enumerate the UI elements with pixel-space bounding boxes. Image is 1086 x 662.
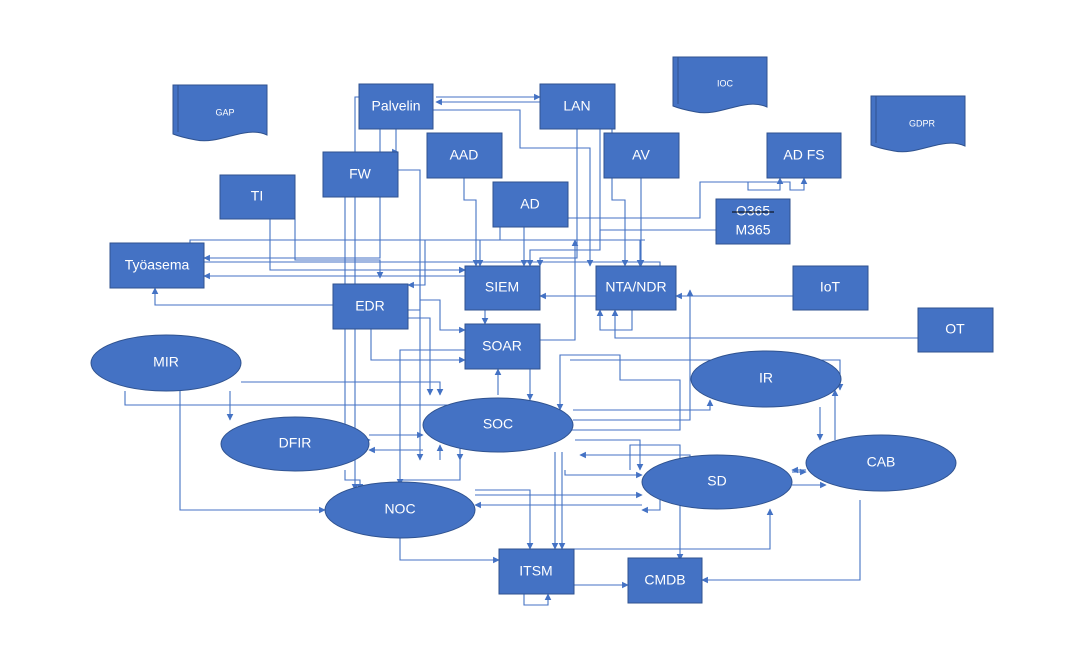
connector-line [526, 229, 716, 267]
connector-line [540, 239, 579, 341]
system-adfs-label: AD FS [783, 147, 824, 163]
function-noc-label: NOC [384, 501, 415, 517]
system-aad: AAD [426, 132, 503, 179]
connector-line [344, 470, 364, 491]
document-gdpr-label: GDPR [909, 118, 936, 128]
system-av: AV [603, 132, 680, 179]
system-m365-old-label: O365 [736, 203, 770, 219]
system-edr-label: EDR [355, 298, 385, 314]
system-cmdb-label: CMDB [644, 572, 685, 588]
system-lan-label: LAN [563, 98, 590, 114]
system-av-label: AV [632, 147, 650, 163]
function-dfir: DFIR [220, 416, 370, 472]
system-siem-label: SIEM [485, 279, 519, 295]
connector-line [463, 178, 480, 267]
system-edr: EDR [332, 283, 409, 330]
system-palvelin-label: Palvelin [371, 98, 420, 114]
document-gdpr: GDPR [870, 95, 966, 153]
system-ad-label: AD [520, 196, 539, 212]
function-ir-label: IR [759, 370, 773, 386]
connector-line [573, 289, 694, 421]
connector-line [564, 470, 643, 479]
system-aad-label: AAD [450, 147, 479, 163]
connector-line [269, 219, 466, 274]
connector-line [641, 500, 661, 514]
connector-line [556, 354, 681, 431]
system-ad: AD [492, 181, 569, 228]
document-gap: GAP [172, 84, 268, 142]
connector-line [574, 508, 774, 550]
connector-line [573, 399, 714, 411]
document-gap-label: GAP [215, 107, 234, 117]
connector-line [204, 261, 664, 281]
document-ioc-label: IOC [717, 78, 734, 88]
system-ot: OT [917, 307, 994, 353]
connector-line [396, 460, 461, 486]
system-fw: FW [322, 151, 399, 198]
system-iot: IoT [792, 265, 869, 311]
function-soc: SOC [422, 397, 574, 453]
function-dfir-label: DFIR [279, 435, 312, 451]
connector-line [481, 309, 502, 325]
system-ot-label: OT [945, 321, 965, 337]
system-lan: LAN [539, 83, 616, 130]
function-cab: CAB [805, 434, 957, 492]
connector-line [294, 219, 384, 279]
connector-line [596, 309, 633, 331]
system-itsm-label: ITSM [519, 563, 552, 579]
function-cab-label: CAB [867, 454, 896, 470]
system-cmdb: CMDB [627, 557, 703, 604]
connector-line [398, 169, 424, 461]
connector-line [399, 538, 500, 564]
document-ioc: IOC [672, 56, 768, 114]
connector-line [392, 129, 399, 156]
function-mir-label: MIR [153, 354, 179, 370]
connector-line [151, 287, 333, 306]
connector-line [701, 500, 861, 584]
system-m365: O365 M365 [715, 198, 791, 245]
system-tyoasema-label: Työasema [125, 257, 190, 273]
system-soar: SOAR [464, 323, 541, 370]
connector-line [420, 299, 466, 334]
function-mir: MIR [90, 334, 242, 392]
connector-line [241, 381, 444, 396]
system-ti-label: TI [251, 188, 263, 204]
function-soc-label: SOC [483, 416, 513, 432]
connector-line [407, 240, 426, 289]
system-ti: TI [219, 174, 296, 220]
connector-line [523, 593, 552, 606]
system-siem: SIEM [464, 265, 541, 311]
connector-line [408, 317, 434, 396]
system-iot-label: IoT [820, 279, 841, 295]
function-sd: SD [641, 454, 793, 510]
connector-line [433, 109, 594, 267]
function-noc: NOC [324, 481, 476, 539]
system-ntandr-label: NTA/NDR [605, 279, 666, 295]
system-palvelin: Palvelin [358, 83, 434, 130]
system-soar-label: SOAR [482, 338, 522, 354]
connector-line [748, 177, 808, 191]
system-m365-label: M365 [735, 222, 770, 238]
function-ir: IR [690, 350, 842, 408]
system-itsm: ITSM [498, 548, 575, 595]
system-fw-label: FW [349, 166, 372, 182]
connector-line [179, 391, 326, 514]
connector-line [611, 309, 918, 339]
system-ntandr: NTA/NDR [595, 265, 677, 311]
system-tyoasema: Työasema [109, 242, 205, 289]
connector-line [475, 489, 534, 550]
connector-line [370, 329, 466, 364]
connector-line [575, 439, 644, 471]
system-adfs: AD FS [766, 132, 842, 179]
function-sd-label: SD [707, 473, 726, 489]
